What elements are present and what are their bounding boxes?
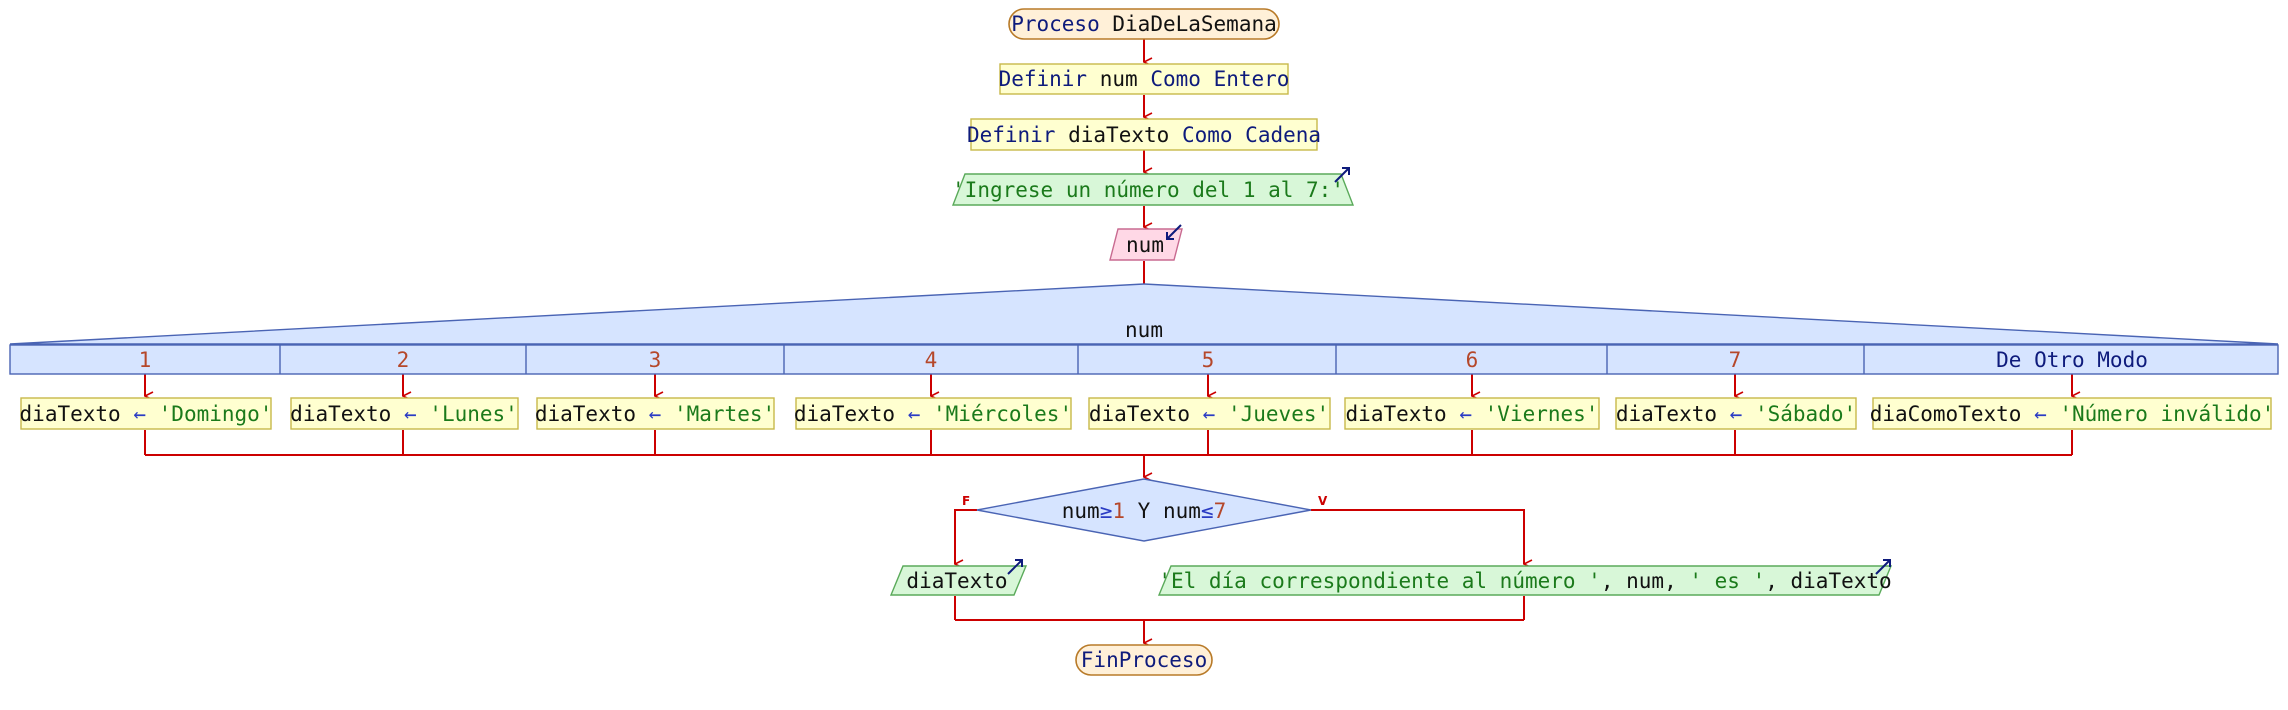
case-assign-5: diaTexto ← 'Jueves'	[1088, 397, 1331, 430]
case-assign-3-text: diaTexto ← 'Martes'	[535, 402, 775, 426]
case-assign-1-shape	[20, 397, 272, 430]
input-num-shape	[1109, 228, 1183, 261]
flow-lines	[144, 38, 2072, 643]
output-prompt-text: 'Ingrese un número del 1 al 7:'	[952, 178, 1344, 202]
case-assign-default-shape	[1872, 397, 2272, 430]
output-false-box: diaTexto	[889, 559, 1028, 596]
switch-variable: num	[1125, 318, 1163, 342]
case-assign-2: diaTexto ← 'Lunes'	[290, 397, 519, 430]
output-true-text: 'El día correspondiente al número ', num…	[1158, 569, 1891, 593]
input-num-text: num	[1126, 233, 1164, 257]
define-num-text: Definir num Como Entero	[999, 67, 1290, 91]
case-assign-1: diaTexto ← 'Domingo'	[20, 397, 273, 430]
true-branch-label: V	[1318, 494, 1328, 508]
switch-block: num 1 2 3 4 5 6 7 De Otro Modo	[9, 283, 2279, 375]
case-label-2: 2	[397, 348, 410, 372]
output-arrow-icon	[1007, 559, 1023, 575]
start-terminal-shape	[1008, 8, 1280, 40]
case-assign-4-shape	[795, 397, 1072, 430]
case-assign-4: diaTexto ← 'Miércoles'	[794, 397, 1072, 430]
case-assign-default-text: diaComoTexto ← 'Número inválido'	[1870, 402, 2275, 426]
case-assign-default: diaComoTexto ← 'Número inválido'	[1870, 397, 2275, 430]
decision-condition: num≥1 Y num≤7	[1062, 499, 1226, 523]
case-assign-6: diaTexto ← 'Viernes'	[1344, 397, 1600, 430]
output-arrow-icon	[1334, 167, 1350, 183]
output-arrow-icon	[1875, 559, 1891, 575]
case-assign-7: diaTexto ← 'Sábado'	[1615, 397, 1857, 430]
start-terminal: Proceso DiaDeLaSemana	[1008, 8, 1280, 40]
define-diatexto-shape	[970, 118, 1318, 151]
case-assign-3: diaTexto ← 'Martes'	[535, 397, 775, 430]
case-assign-5-text: diaTexto ← 'Jueves'	[1089, 402, 1329, 426]
output-false-shape	[889, 565, 1028, 596]
case-assign-7-text: diaTexto ← 'Sábado'	[1616, 402, 1856, 426]
case-label-3: 3	[649, 348, 662, 372]
case-label-5: 5	[1202, 348, 1215, 372]
switch-header-shape	[9, 283, 2279, 345]
case-assign-6-shape	[1344, 397, 1600, 430]
case-label-default: De Otro Modo	[1996, 348, 2148, 372]
end-terminal-shape	[1075, 644, 1213, 676]
start-label: Proceso DiaDeLaSemana	[1011, 12, 1277, 36]
case-label-4: 4	[925, 348, 938, 372]
input-num-box: num	[1109, 224, 1183, 261]
case-label-7: 7	[1729, 348, 1742, 372]
output-true-box: 'El día correspondiente al número ', num…	[1157, 559, 1893, 596]
case-assign-7-shape	[1615, 397, 1857, 430]
case-assign-4-text: diaTexto ← 'Miércoles'	[794, 402, 1072, 426]
output-false-text: diaTexto	[906, 569, 1007, 593]
case-label-1: 1	[139, 348, 152, 372]
define-diatexto-box: Definir diaTexto Como Cadena	[967, 118, 1321, 151]
output-prompt-shape	[951, 173, 1355, 206]
case-assign-1-text: diaTexto ← 'Domingo'	[20, 402, 273, 426]
false-branch-label: F	[962, 494, 970, 508]
define-num-shape	[999, 63, 1289, 95]
end-terminal: FinProceso	[1075, 644, 1213, 676]
define-num-box: Definir num Como Entero	[999, 63, 1290, 95]
case-label-6: 6	[1466, 348, 1479, 372]
output-prompt-box: 'Ingrese un número del 1 al 7:'	[951, 167, 1355, 206]
input-arrow-icon	[1166, 224, 1182, 240]
decision-block: num≥1 Y num≤7 F V	[962, 478, 1328, 542]
case-assign-2-shape	[290, 397, 519, 430]
end-label: FinProceso	[1081, 648, 1207, 672]
define-diatexto-text: Definir diaTexto Como Cadena	[967, 123, 1321, 147]
case-assign-6-text: diaTexto ← 'Viernes'	[1346, 402, 1599, 426]
case-assign-2-text: diaTexto ← 'Lunes'	[290, 402, 518, 426]
case-assign-3-shape	[536, 397, 775, 430]
decision-shape	[976, 478, 1312, 542]
case-assign-5-shape	[1088, 397, 1331, 430]
switch-case-row	[9, 344, 2279, 375]
